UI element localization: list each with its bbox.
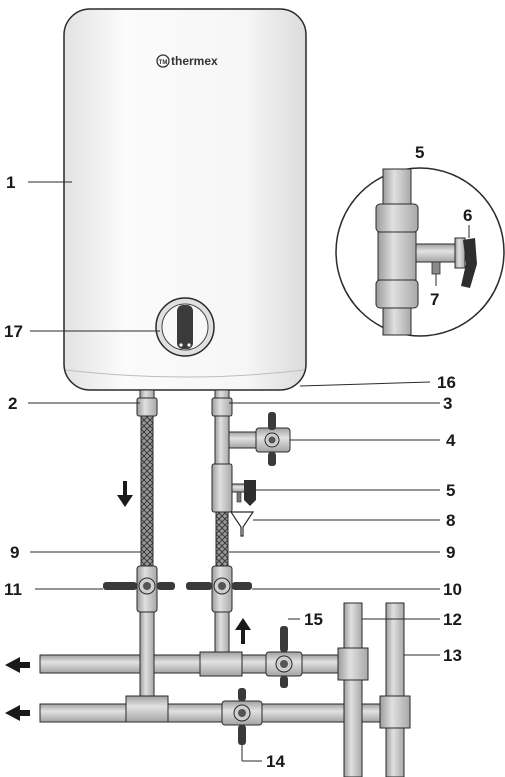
arrow-up-icon [235, 618, 251, 644]
label-11: 11 [4, 580, 22, 599]
label-15: 15 [304, 610, 323, 629]
hot-water-main-pipe [337, 602, 369, 777]
arrow-left-icon [5, 657, 30, 673]
label-13: 13 [443, 646, 462, 665]
label-10: 10 [443, 580, 462, 599]
drain-valve[interactable] [255, 412, 291, 466]
safety-valve[interactable] [211, 463, 256, 513]
thermostat-knob[interactable] [155, 297, 215, 357]
arrow-down-icon [117, 481, 133, 507]
label-17: 17 [4, 322, 23, 341]
right-outlet-fitting [211, 389, 233, 417]
label-7: 7 [430, 290, 439, 309]
flexible-hose-left [140, 415, 154, 567]
relief-lever-icon[interactable] [461, 238, 477, 288]
cold-water-main-pipe [379, 602, 411, 777]
shutoff-valve-right[interactable] [186, 565, 252, 613]
shutoff-valve-left[interactable] [103, 565, 175, 613]
label-1: 1 [6, 173, 15, 192]
right-drop-pipe [199, 611, 243, 677]
label-16: 16 [437, 373, 456, 392]
brand-name: thermex [171, 54, 218, 68]
arrow-left-icon [5, 705, 30, 721]
label-4: 4 [446, 431, 456, 450]
drain-funnel [229, 511, 255, 537]
label-9-right: 9 [446, 543, 455, 562]
drain-tee [214, 415, 260, 467]
label-9-left: 9 [10, 543, 19, 562]
label-12: 12 [443, 610, 462, 629]
left-drop-pipe [125, 611, 169, 723]
svg-text:TM: TM [159, 60, 168, 66]
label-5: 5 [446, 481, 455, 500]
leader-lines [28, 181, 470, 762]
bypass-valve-cold-line[interactable] [221, 688, 263, 745]
label-6: 6 [463, 206, 472, 225]
safety-valve-detail-inset [335, 167, 505, 337]
label-8: 8 [446, 511, 455, 530]
bypass-valve-hot-line[interactable] [265, 626, 303, 688]
label-2: 2 [8, 394, 17, 413]
water-heater-tank [63, 8, 307, 391]
label-14: 14 [266, 752, 285, 771]
flexible-hose-right [215, 511, 229, 567]
thermex-logo: TM thermex [156, 54, 218, 68]
drain-nozzle-icon [431, 261, 441, 275]
label-3: 3 [443, 394, 452, 413]
label-5-inset: 5 [415, 143, 424, 162]
